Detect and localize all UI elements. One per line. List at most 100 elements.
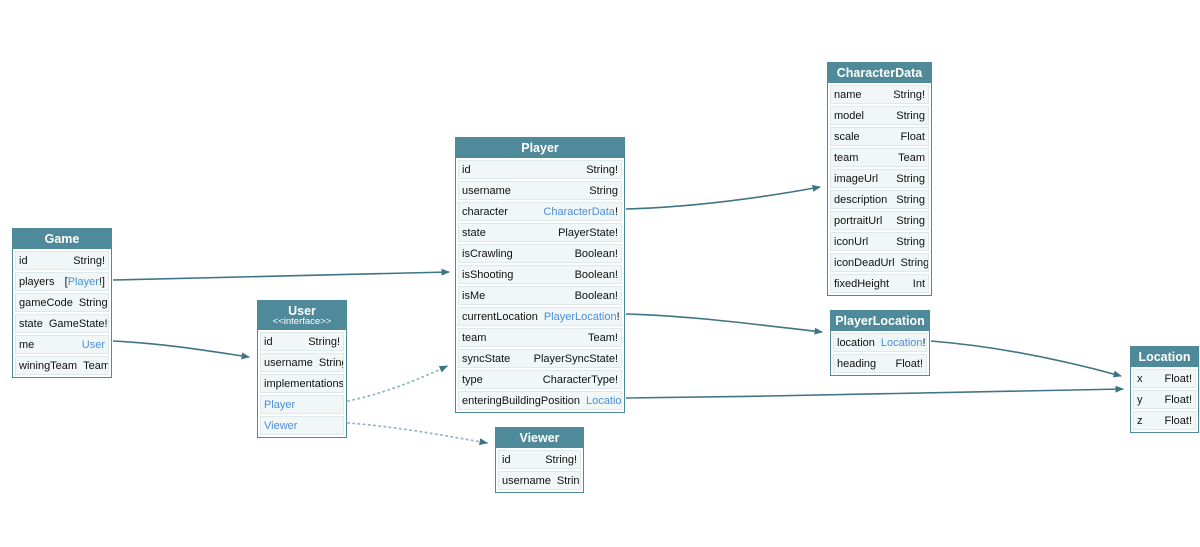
edge-game-me-to-user <box>112 340 250 360</box>
node-header[interactable]: CharacterData <box>828 63 931 83</box>
node-header[interactable]: Location <box>1131 347 1198 367</box>
node-subtitle: <<interface>> <box>272 316 332 327</box>
field-name: character <box>462 205 508 218</box>
type-reference-link[interactable]: PlayerLocation <box>543 310 617 323</box>
edge-user-viewer-to-viewer <box>347 422 488 446</box>
field-name: state <box>19 317 43 330</box>
field-type: String <box>900 256 929 269</box>
field-name: isShooting <box>462 268 514 281</box>
type-reference-link[interactable]: CharacterData <box>543 205 615 218</box>
node-header[interactable]: User<<interface>> <box>258 301 346 330</box>
field-type: Float! <box>1164 372 1192 385</box>
type-reference-link[interactable]: Player <box>67 275 99 288</box>
field-type: Float! <box>1164 393 1192 406</box>
field-name: syncState <box>462 352 511 365</box>
field-row-user-viewer[interactable]: Viewer <box>260 416 344 435</box>
field-type: String <box>556 474 580 487</box>
field-name: state <box>462 226 486 239</box>
field-type: Team! <box>588 331 618 344</box>
field-name-link[interactable]: Viewer <box>264 419 298 432</box>
type-reference-link[interactable]: User <box>81 338 105 351</box>
field-type: [Player!] <box>65 274 105 290</box>
node-header[interactable]: PlayerLocation <box>831 311 929 331</box>
field-name: team <box>834 151 859 164</box>
type-wrapper-text: ! <box>614 205 618 218</box>
field-row-user-player[interactable]: Player <box>260 395 344 414</box>
field-type: Float! <box>895 357 923 370</box>
field-type: String! <box>308 335 340 348</box>
field-row-game-players[interactable]: players[Player!] <box>15 272 109 291</box>
field-row-user-implementations[interactable]: implementations <box>260 374 344 393</box>
field-name: id <box>19 254 28 267</box>
node-header[interactable]: Viewer <box>496 428 583 448</box>
field-type: Location! <box>881 335 926 351</box>
edge-playerlocation-location-to-location <box>930 340 1122 378</box>
field-row-player-character[interactable]: character CharacterData! <box>458 202 622 221</box>
node-title: Game <box>44 232 80 246</box>
type-reference-link[interactable]: Location <box>586 394 622 407</box>
field-name: description <box>834 193 888 206</box>
type-reference-link[interactable]: Location <box>880 336 923 349</box>
field-row-characterdata-icondeadurl[interactable]: iconDeadUrl String <box>830 253 929 272</box>
node-title: PlayerLocation <box>835 314 925 328</box>
field-row-player-enteringbuildingposition[interactable]: enteringBuildingPositionLocation <box>458 391 622 410</box>
field-type: Boolean! <box>574 289 618 302</box>
field-name-link[interactable]: Player <box>264 398 296 411</box>
field-type: Team <box>83 359 109 372</box>
field-type: PlayerSyncState! <box>533 352 618 365</box>
field-row-characterdata-model[interactable]: model String <box>830 106 929 125</box>
field-type: Float! <box>1164 414 1192 427</box>
field-type: String <box>896 109 925 122</box>
field-row-player-syncstate[interactable]: syncState PlayerSyncState! <box>458 349 622 368</box>
field-type: String! <box>893 88 925 101</box>
edge-game-players-to-player <box>112 268 450 281</box>
field-name: portraitUrl <box>834 214 883 227</box>
field-type: User <box>82 337 105 353</box>
field-name: imageUrl <box>834 172 879 185</box>
node-header[interactable]: Player <box>456 138 624 158</box>
node-header[interactable]: Game <box>13 229 111 249</box>
field-name: model <box>834 109 864 122</box>
node-title: Player <box>521 141 559 155</box>
field-name: iconDeadUrl <box>834 256 895 269</box>
